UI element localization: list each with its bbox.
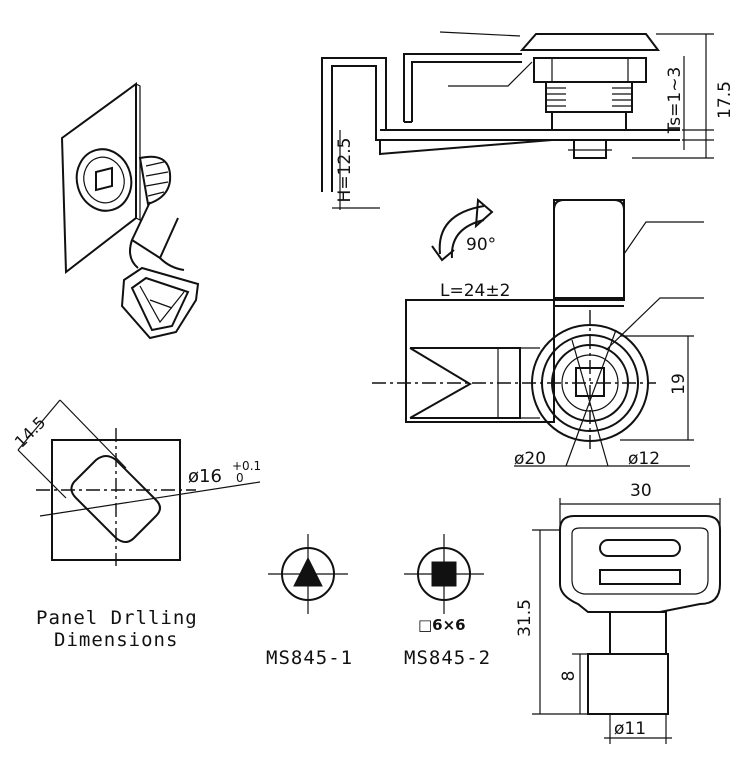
diameter-12-label: ø12 xyxy=(628,449,660,469)
model-1-label: MS845-1 xyxy=(266,647,353,669)
isometric-lock-view xyxy=(60,82,200,340)
panel-tolerance-zero: 0 xyxy=(236,471,244,485)
key-diameter-label: ø11 xyxy=(614,719,646,739)
length-label: L=24±2 xyxy=(440,281,510,301)
panel-diameter-label: ø16 xyxy=(188,466,222,487)
key-view: 30 31.5 8 ø11 xyxy=(515,481,721,744)
ms845-1-symbol: MS845-1 xyxy=(266,534,353,669)
dimension-19-label: 19 xyxy=(669,373,689,395)
ts-thickness-label: Ts=1~3 xyxy=(665,67,685,135)
panel-caption-line2: Dimensions xyxy=(54,629,178,651)
square-size-label: □6×6 xyxy=(418,616,466,634)
panel-tolerance-plus: +0.1 xyxy=(232,459,261,473)
triangle-key-icon xyxy=(293,556,323,587)
key-height-label: 31.5 xyxy=(515,599,535,637)
model-2-label: MS845-2 xyxy=(404,647,491,669)
key-shaft-label: 8 xyxy=(559,671,579,682)
key-width-label: 30 xyxy=(630,481,652,501)
front-view: 90° L=24±2 19 ø20 xyxy=(372,197,704,469)
panel-drilling-view: 14.5 ø16 +0.1 0 Panel Drlling Dimensions xyxy=(11,399,261,651)
diameter-20-label: ø20 xyxy=(514,449,546,469)
panel-caption-line1: Panel Drlling xyxy=(36,607,198,629)
square-key-icon xyxy=(431,561,457,587)
side-elevation-view: 17.5 Ts=1~3 H=12.5 xyxy=(321,31,735,210)
rotation-90-label: 90° xyxy=(466,235,496,255)
h-height-label: H=12.5 xyxy=(335,138,355,203)
ms845-2-symbol: □6×6 MS845-2 xyxy=(404,534,491,669)
height-17-5-label: 17.5 xyxy=(715,81,735,119)
